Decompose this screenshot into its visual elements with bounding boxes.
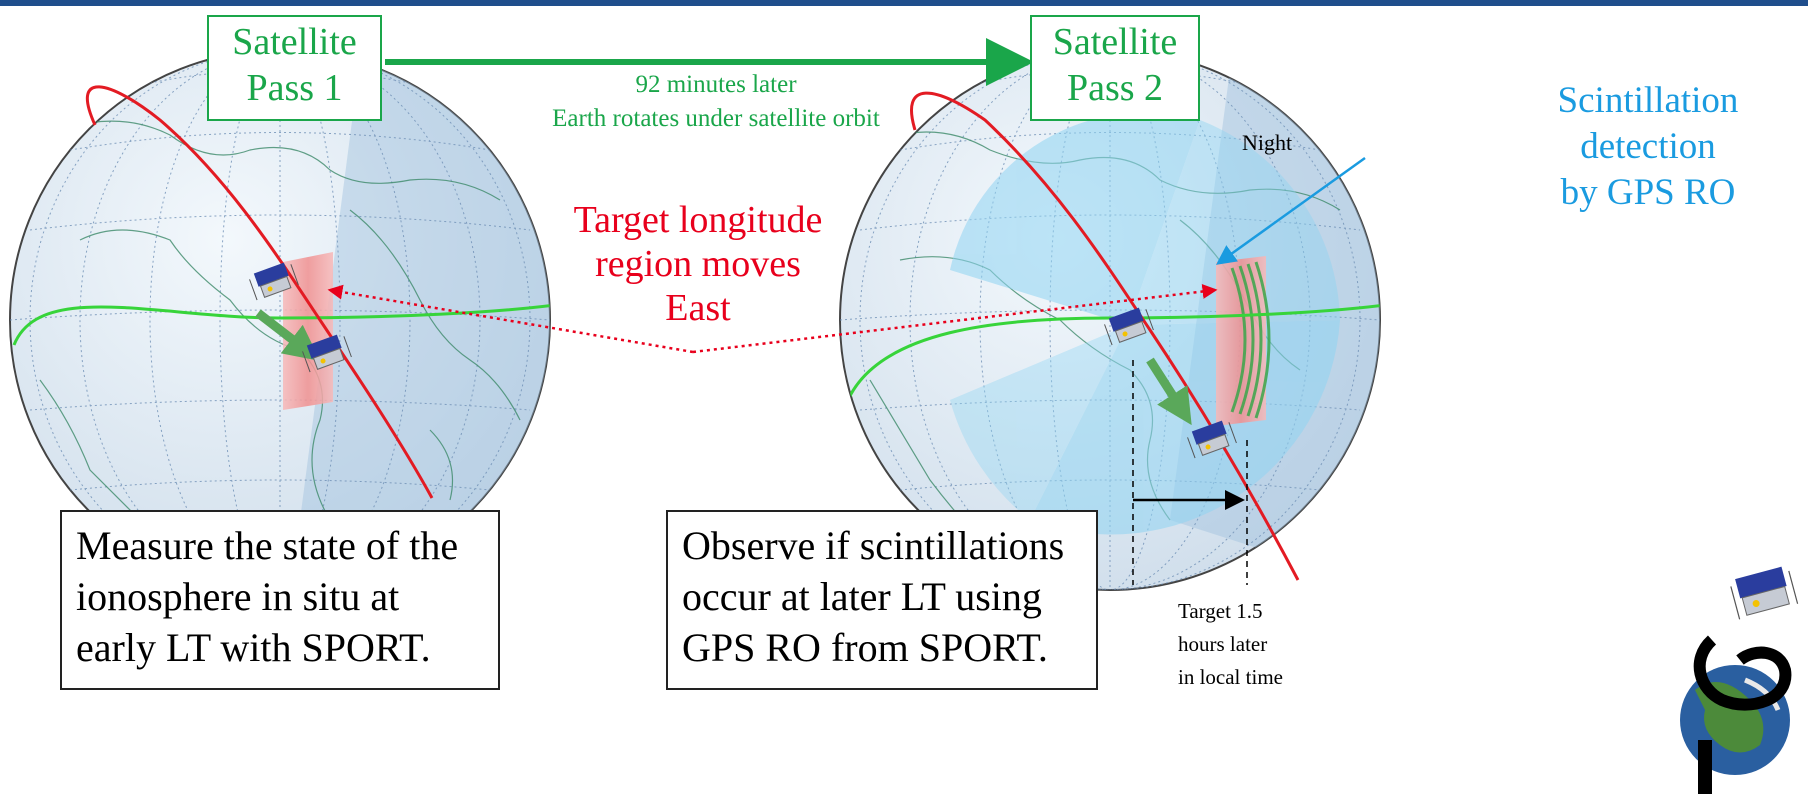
sport-mission-logo-icon [1680, 566, 1799, 794]
satellite-pass2-subtitle: Pass 2 [1066, 67, 1164, 109]
transition-line1: 92 minutes later [635, 71, 797, 98]
orbit-track-pass1 [85, 85, 434, 499]
target-lt-note: Target 1.5 hours later in local time [1178, 595, 1308, 694]
measure-line1: Measure the state of the [76, 523, 459, 568]
observe-box: Observe if scintillations occur at later… [666, 510, 1098, 690]
motion-arrow-pass1 [255, 309, 321, 361]
satellite-pass2-title: Satellite [1052, 21, 1178, 63]
observe-line3: GPS RO from SPORT. [682, 625, 1048, 670]
scintillation-rings [1230, 261, 1271, 419]
target-lt-line1: Target 1.5 [1178, 599, 1263, 623]
target-region-pass2 [1216, 256, 1266, 426]
scintillation-label: Scintillation detection by GPS RO [1498, 78, 1798, 216]
target-line1: Target longitude [573, 199, 823, 241]
target-line3: East [665, 287, 731, 329]
scintillation-line2: detection [1580, 126, 1716, 167]
equator-line-pass2 [846, 303, 1380, 401]
scintillation-line1: Scintillation [1557, 80, 1739, 121]
observe-line1: Observe if scintillations [682, 523, 1065, 568]
cubesat-icon [302, 334, 352, 373]
transition-line2: Earth rotates under satellite orbit [552, 105, 880, 132]
orbit-track-pass2 [910, 91, 1300, 581]
cubesat-icon [249, 262, 299, 301]
header-bar [0, 0, 1808, 6]
motion-arrow-pass2 [1146, 357, 1192, 426]
scintillation-line3: by GPS RO [1560, 172, 1736, 213]
night-label: Night [1241, 130, 1293, 155]
measure-line3: early LT with SPORT. [76, 625, 431, 670]
equator-line-pass1 [12, 303, 550, 346]
measure-line2: ionosphere in situ at [76, 574, 400, 619]
target-lt-line3: in local time [1178, 665, 1283, 689]
observe-line2: occur at later LT using [682, 574, 1042, 619]
cubesat-icon [1104, 307, 1154, 346]
measure-box: Measure the state of the ionosphere in s… [60, 510, 500, 690]
target-longitude-label: Target longitude region moves East [548, 198, 848, 330]
target-arrow-left [327, 284, 694, 354]
satellite-pass1-title: Satellite [232, 21, 357, 63]
satellite-pass1-subtitle: Pass 1 [246, 67, 343, 109]
transition-label: 92 minutes later Earth rotates under sat… [516, 68, 916, 136]
scintillation-pointer-arrow [1215, 156, 1366, 265]
satellite-pass1-box: Satellite Pass 1 [207, 15, 382, 121]
cubesat-icon [1187, 420, 1237, 459]
satellite-pass2-box: Satellite Pass 2 [1030, 15, 1200, 121]
target-lt-line2: hours later [1178, 632, 1268, 656]
target-line2: region moves [595, 243, 801, 285]
